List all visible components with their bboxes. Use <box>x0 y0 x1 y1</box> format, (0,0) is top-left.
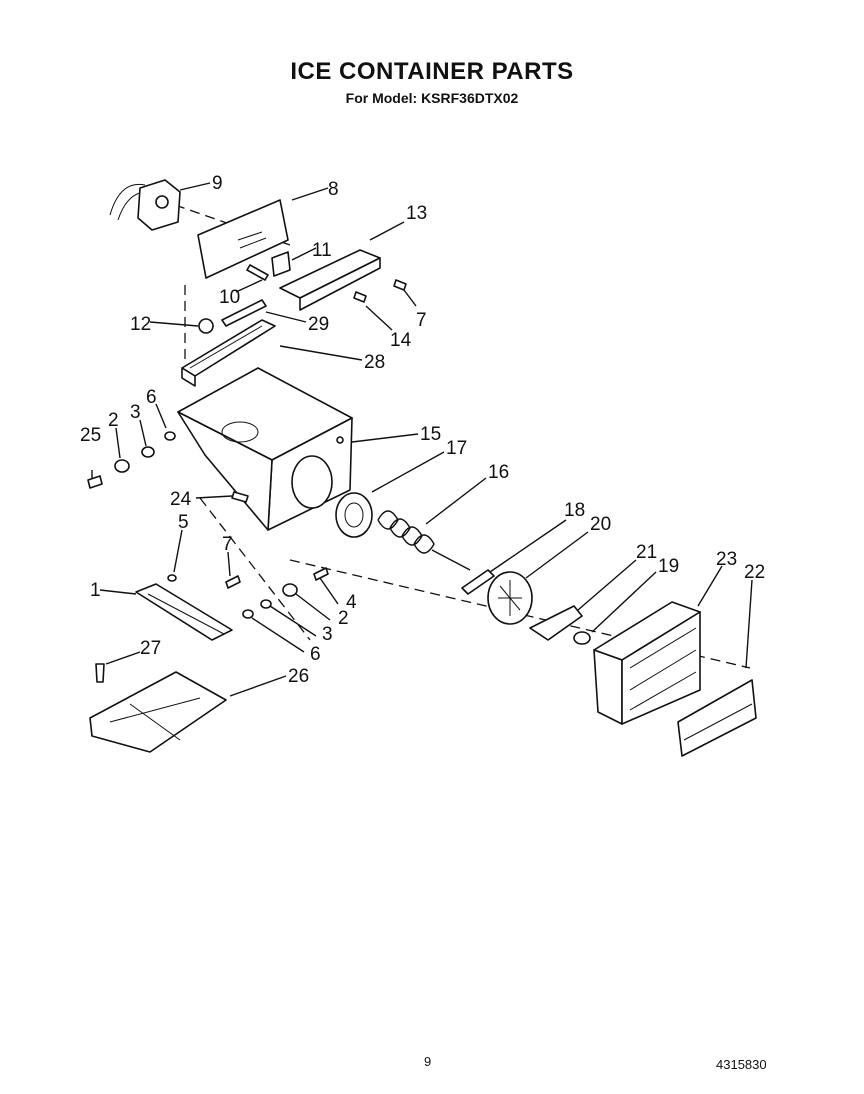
leader-lines <box>91 182 753 697</box>
rail-assembly-parts-12-28-29 <box>181 299 276 387</box>
callout-12: 12 <box>130 314 151 335</box>
callout-7: 7 <box>222 534 233 555</box>
callout-11: 11 <box>312 240 332 261</box>
callout-14: 14 <box>390 330 412 351</box>
callout-10: 10 <box>219 287 240 308</box>
callout-15: 15 <box>420 424 441 445</box>
bracket-part-11 <box>271 251 291 277</box>
left-hardware-parts-25-2-3-6 <box>87 431 176 489</box>
shield-part-26 <box>89 671 227 753</box>
callout-2: 2 <box>108 410 119 431</box>
callout-18: 18 <box>564 500 585 521</box>
callout-25: 25 <box>80 425 101 446</box>
motor-part-9 <box>109 179 181 231</box>
container-front-part-23 <box>593 601 701 725</box>
callout-13: 13 <box>406 203 427 224</box>
wheel-part-20 <box>487 571 533 625</box>
callout-19: 19 <box>658 556 679 577</box>
screw-part-27 <box>95 663 105 683</box>
nut-part-19 <box>573 631 591 645</box>
lower-rail-part-1 <box>135 583 233 641</box>
callout-3: 3 <box>322 624 333 645</box>
callout-29: 29 <box>308 314 329 335</box>
screw-part-10 <box>246 264 269 281</box>
callout-26: 26 <box>288 666 309 687</box>
callout-6: 6 <box>146 387 157 408</box>
callout-20: 20 <box>590 514 611 535</box>
callout-6: 6 <box>310 644 321 665</box>
page-title: ICE CONTAINER PARTS <box>290 58 574 85</box>
cover-part-13 <box>279 249 381 311</box>
callout-27: 27 <box>140 638 161 659</box>
document-number: 4315830 <box>716 1057 767 1072</box>
screw-part-14 <box>353 291 367 303</box>
spring-part-16 <box>377 510 471 571</box>
cup-part-17 <box>335 492 373 538</box>
page-number: 9 <box>424 1054 432 1069</box>
fork-part-18 <box>461 569 495 595</box>
callout-5: 5 <box>178 512 189 533</box>
callout-21: 21 <box>636 542 657 563</box>
screw-part-7-upper <box>393 279 407 291</box>
screw-part-24 <box>231 491 249 503</box>
mounting-plate-part-8 <box>197 199 289 279</box>
model-subtitle: For Model: KSRF36DTX02 <box>345 90 519 106</box>
label-strip-part-22 <box>677 679 757 757</box>
callout-22: 22 <box>744 562 765 583</box>
callout-28: 28 <box>364 352 385 373</box>
callout-23: 23 <box>716 549 737 570</box>
lower-hardware-parts-5-7-4-2-3-6 <box>167 567 329 619</box>
callout-17: 17 <box>446 438 467 459</box>
callout-24: 24 <box>170 489 192 510</box>
callout-3: 3 <box>130 402 141 423</box>
callout-8: 8 <box>328 179 339 200</box>
callout-4: 4 <box>346 592 357 613</box>
callout-9: 9 <box>212 173 223 194</box>
callout-2: 2 <box>338 608 349 629</box>
ice-container-part-15 <box>177 367 353 531</box>
callout-16: 16 <box>488 462 509 483</box>
callout-1: 1 <box>90 580 101 601</box>
callout-7: 7 <box>416 310 427 331</box>
alignment-line <box>199 497 311 641</box>
bracket-part-21 <box>529 605 583 641</box>
